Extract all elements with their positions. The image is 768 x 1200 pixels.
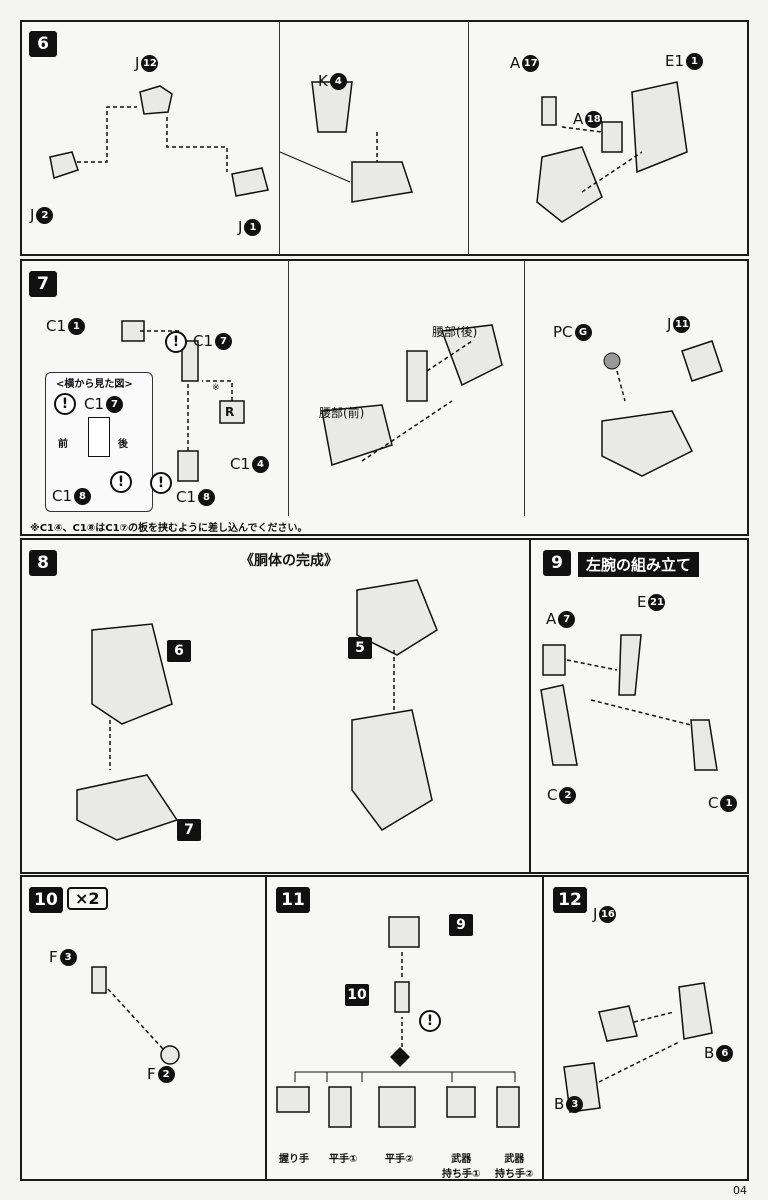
hand-label: 握り手 — [279, 1154, 309, 1165]
front-label: 前 — [58, 439, 68, 450]
step-6-illustration — [49, 81, 688, 223]
r-mark: R — [225, 405, 235, 419]
step-7-illustration — [121, 320, 723, 482]
assembly-note: ※C1④、C1⑧はC1⑦の板を挟むように差し込んでください。 — [30, 523, 308, 534]
step-11-illustration — [276, 916, 520, 1128]
step-number: 7 — [29, 271, 57, 297]
step-12-illustration — [563, 982, 713, 1113]
hand-label: 平手① — [329, 1154, 358, 1165]
step-number: 6 — [29, 31, 57, 57]
note-mark: ※ — [212, 383, 220, 393]
waist-front-label: 腰部(前) — [319, 406, 365, 420]
caution-icon: ! — [54, 393, 76, 415]
waist-back-label: 腰部(後) — [432, 325, 478, 339]
left-arm-assembly-title: 左腕の組み立て — [578, 552, 700, 577]
page-number: 04 — [733, 1184, 747, 1197]
part-shape — [88, 417, 110, 457]
inset-title: <横から見た図> — [56, 379, 133, 390]
step-ref-badge: 9 — [449, 914, 473, 936]
divider — [288, 261, 289, 516]
step-ref-badge: 7 — [177, 819, 201, 841]
divider — [468, 22, 469, 254]
back-label: 後 — [118, 439, 128, 450]
hand-label: 平手② — [385, 1154, 414, 1165]
step-number: 10 — [29, 887, 63, 913]
divider — [279, 22, 280, 254]
step-ref-badge: 6 — [167, 640, 191, 662]
step-10-illustration — [91, 966, 180, 1065]
caution-icon: ! — [165, 331, 187, 353]
caution-icon: ! — [150, 472, 172, 494]
step-8-panel: 8 《胴体の完成》 6 7 5 — [20, 538, 531, 874]
step-number: 9 — [543, 550, 571, 576]
caution-icon: ! — [110, 471, 132, 493]
step-number: 8 — [29, 550, 57, 576]
step-ref-badge: 5 — [348, 637, 372, 659]
torso-complete-title: 《胴体の完成》 — [240, 553, 338, 569]
hand-label: 武器 持ち手② — [495, 1154, 534, 1180]
hand-label: 武器 持ち手① — [442, 1154, 481, 1180]
multiplier-badge: ×2 — [67, 887, 108, 910]
step-9-illustration — [540, 634, 718, 771]
divider — [524, 261, 525, 516]
step-number: 12 — [553, 887, 587, 913]
step-11-panel: 11 9 10 ! 握り手 平手① 平手② 武器 持ち手① 武器 持ち手② — [265, 875, 544, 1181]
step-number: 11 — [276, 887, 310, 913]
step-ref-badge: 10 — [345, 984, 369, 1006]
caution-icon: ! — [419, 1010, 441, 1032]
step-8-illustration — [76, 579, 438, 841]
